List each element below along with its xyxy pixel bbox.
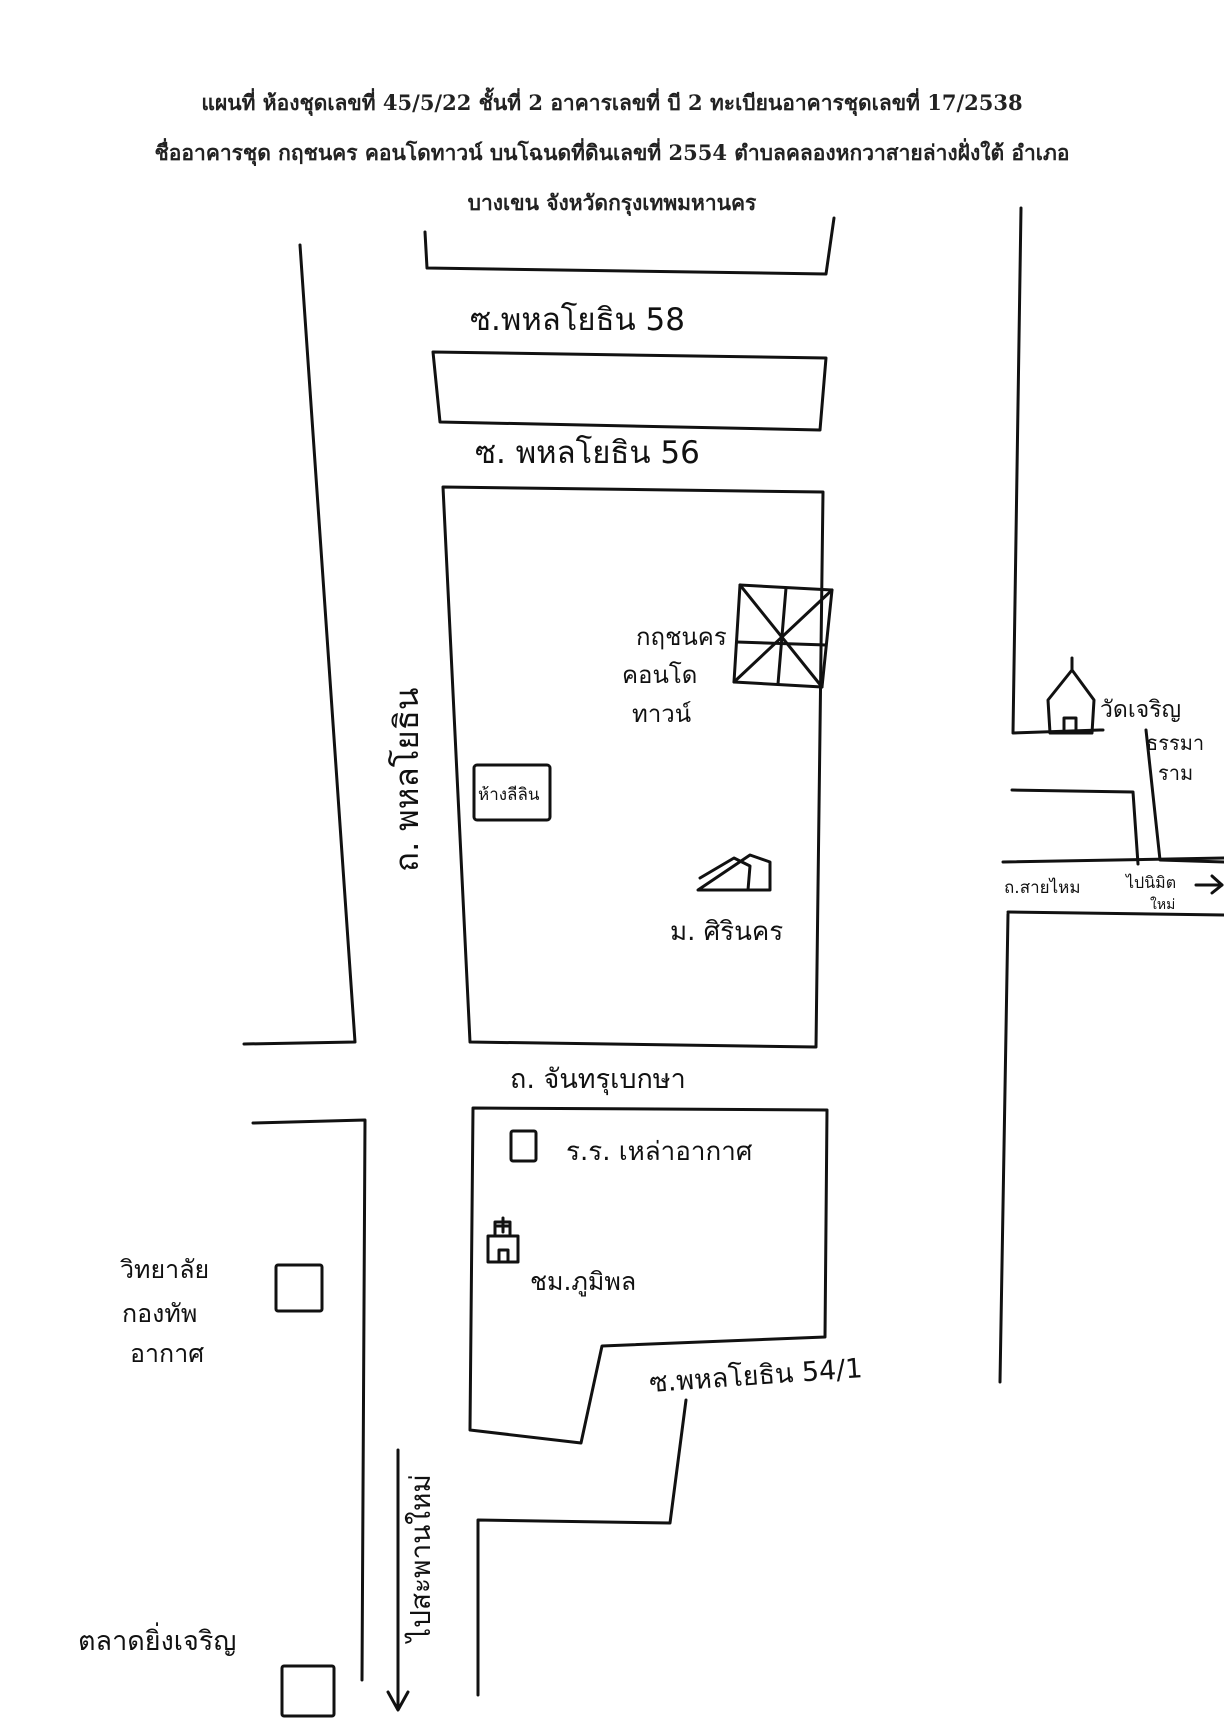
left-lower-road: [251, 1118, 367, 1682]
school-label: ร.ร. เหล่าอากาศ: [566, 1137, 753, 1167]
to-nimit-label: ไปนิมิต: [1124, 873, 1176, 892]
right-lower-road: [1006, 910, 1224, 917]
soi-56-label: ซ. พหลโยธิน 56: [475, 435, 700, 471]
to-saphan-mai-label: ไปสะพานใหม่: [404, 1474, 437, 1644]
phahonyothin-road-line: [242, 243, 357, 1046]
chanthurabeksa-road-label: ถ. จันทรุเบกษา: [510, 1064, 686, 1096]
market-box: [280, 1664, 336, 1718]
school-box: [509, 1129, 538, 1163]
header-line-2: ชื่ออาคารชุด กฤชนคร คอนโดทาวน์ บนโฉนดที่…: [154, 140, 1070, 165]
soi-54-1-line: [476, 1398, 688, 1697]
condo-block: [441, 485, 825, 1049]
sai-mai-road-line: [1001, 856, 1224, 864]
wat-lane: [1010, 788, 1140, 866]
college-box: [274, 1263, 324, 1313]
sai-mai-road-label: ถ.สายไหม: [1004, 877, 1081, 898]
community-building-icon: [486, 1216, 520, 1264]
phahonyothin-road-label: ถ. พหลโยธิน: [387, 688, 426, 872]
college-label-line-3: อากาศ: [130, 1339, 204, 1368]
condo-label-line-1: กฤชนคร: [636, 623, 727, 651]
condo-label-line-2: คอนโด: [622, 661, 697, 689]
arrow-right-icon: [1194, 874, 1224, 895]
to-nimit-label-2: ใหม่: [1150, 896, 1175, 913]
village-label: ม. ศิรินคร: [670, 917, 783, 947]
header-line-3: บางเขน จังหวัดกรุงเทพมหานคร: [467, 190, 757, 215]
college-label-line-2: กองทัพ: [122, 1299, 197, 1328]
condo-building-symbol: [732, 583, 834, 689]
wat-label-line-3: ราม: [1158, 761, 1193, 785]
shop-box: [472, 763, 552, 822]
village-house-icon: [696, 853, 772, 892]
market-label: ตลาดยิ่งเจริญ: [78, 1622, 236, 1657]
soi-58-label: ซ.พหลโยธิน 58: [470, 302, 685, 338]
wat-label-line-1: วัดเจริญ: [1100, 697, 1181, 723]
temple-icon: [1046, 656, 1096, 735]
lower-block: [468, 1106, 829, 1445]
arrow-down-icon: [386, 1448, 410, 1712]
shop-label: ห้างลีลิน: [478, 785, 540, 805]
right-road-to-soi541: [998, 912, 1010, 1384]
soi-54-1-label: ซ.พหลโยธิน 54/1: [648, 1353, 863, 1399]
condo-label-line-3: ทาวน์: [632, 700, 691, 728]
map-header: แผนที่ ห้องชุดเลขที่ 45/5/22 ชั้นที่ 2 อ…: [0, 78, 1224, 228]
community-label: ชม.ภูมิพล: [530, 1267, 636, 1297]
college-label-line-1: วิทยาลัย: [120, 1255, 209, 1284]
block-between-sois: [431, 350, 828, 432]
top-road-edge: [423, 216, 836, 276]
right-road-line: [1011, 206, 1105, 735]
header-line-1: แผนที่ ห้องชุดเลขที่ 45/5/22 ชั้นที่ 2 อ…: [201, 90, 1023, 115]
wat-label-line-2: ธรรมา: [1146, 731, 1204, 755]
